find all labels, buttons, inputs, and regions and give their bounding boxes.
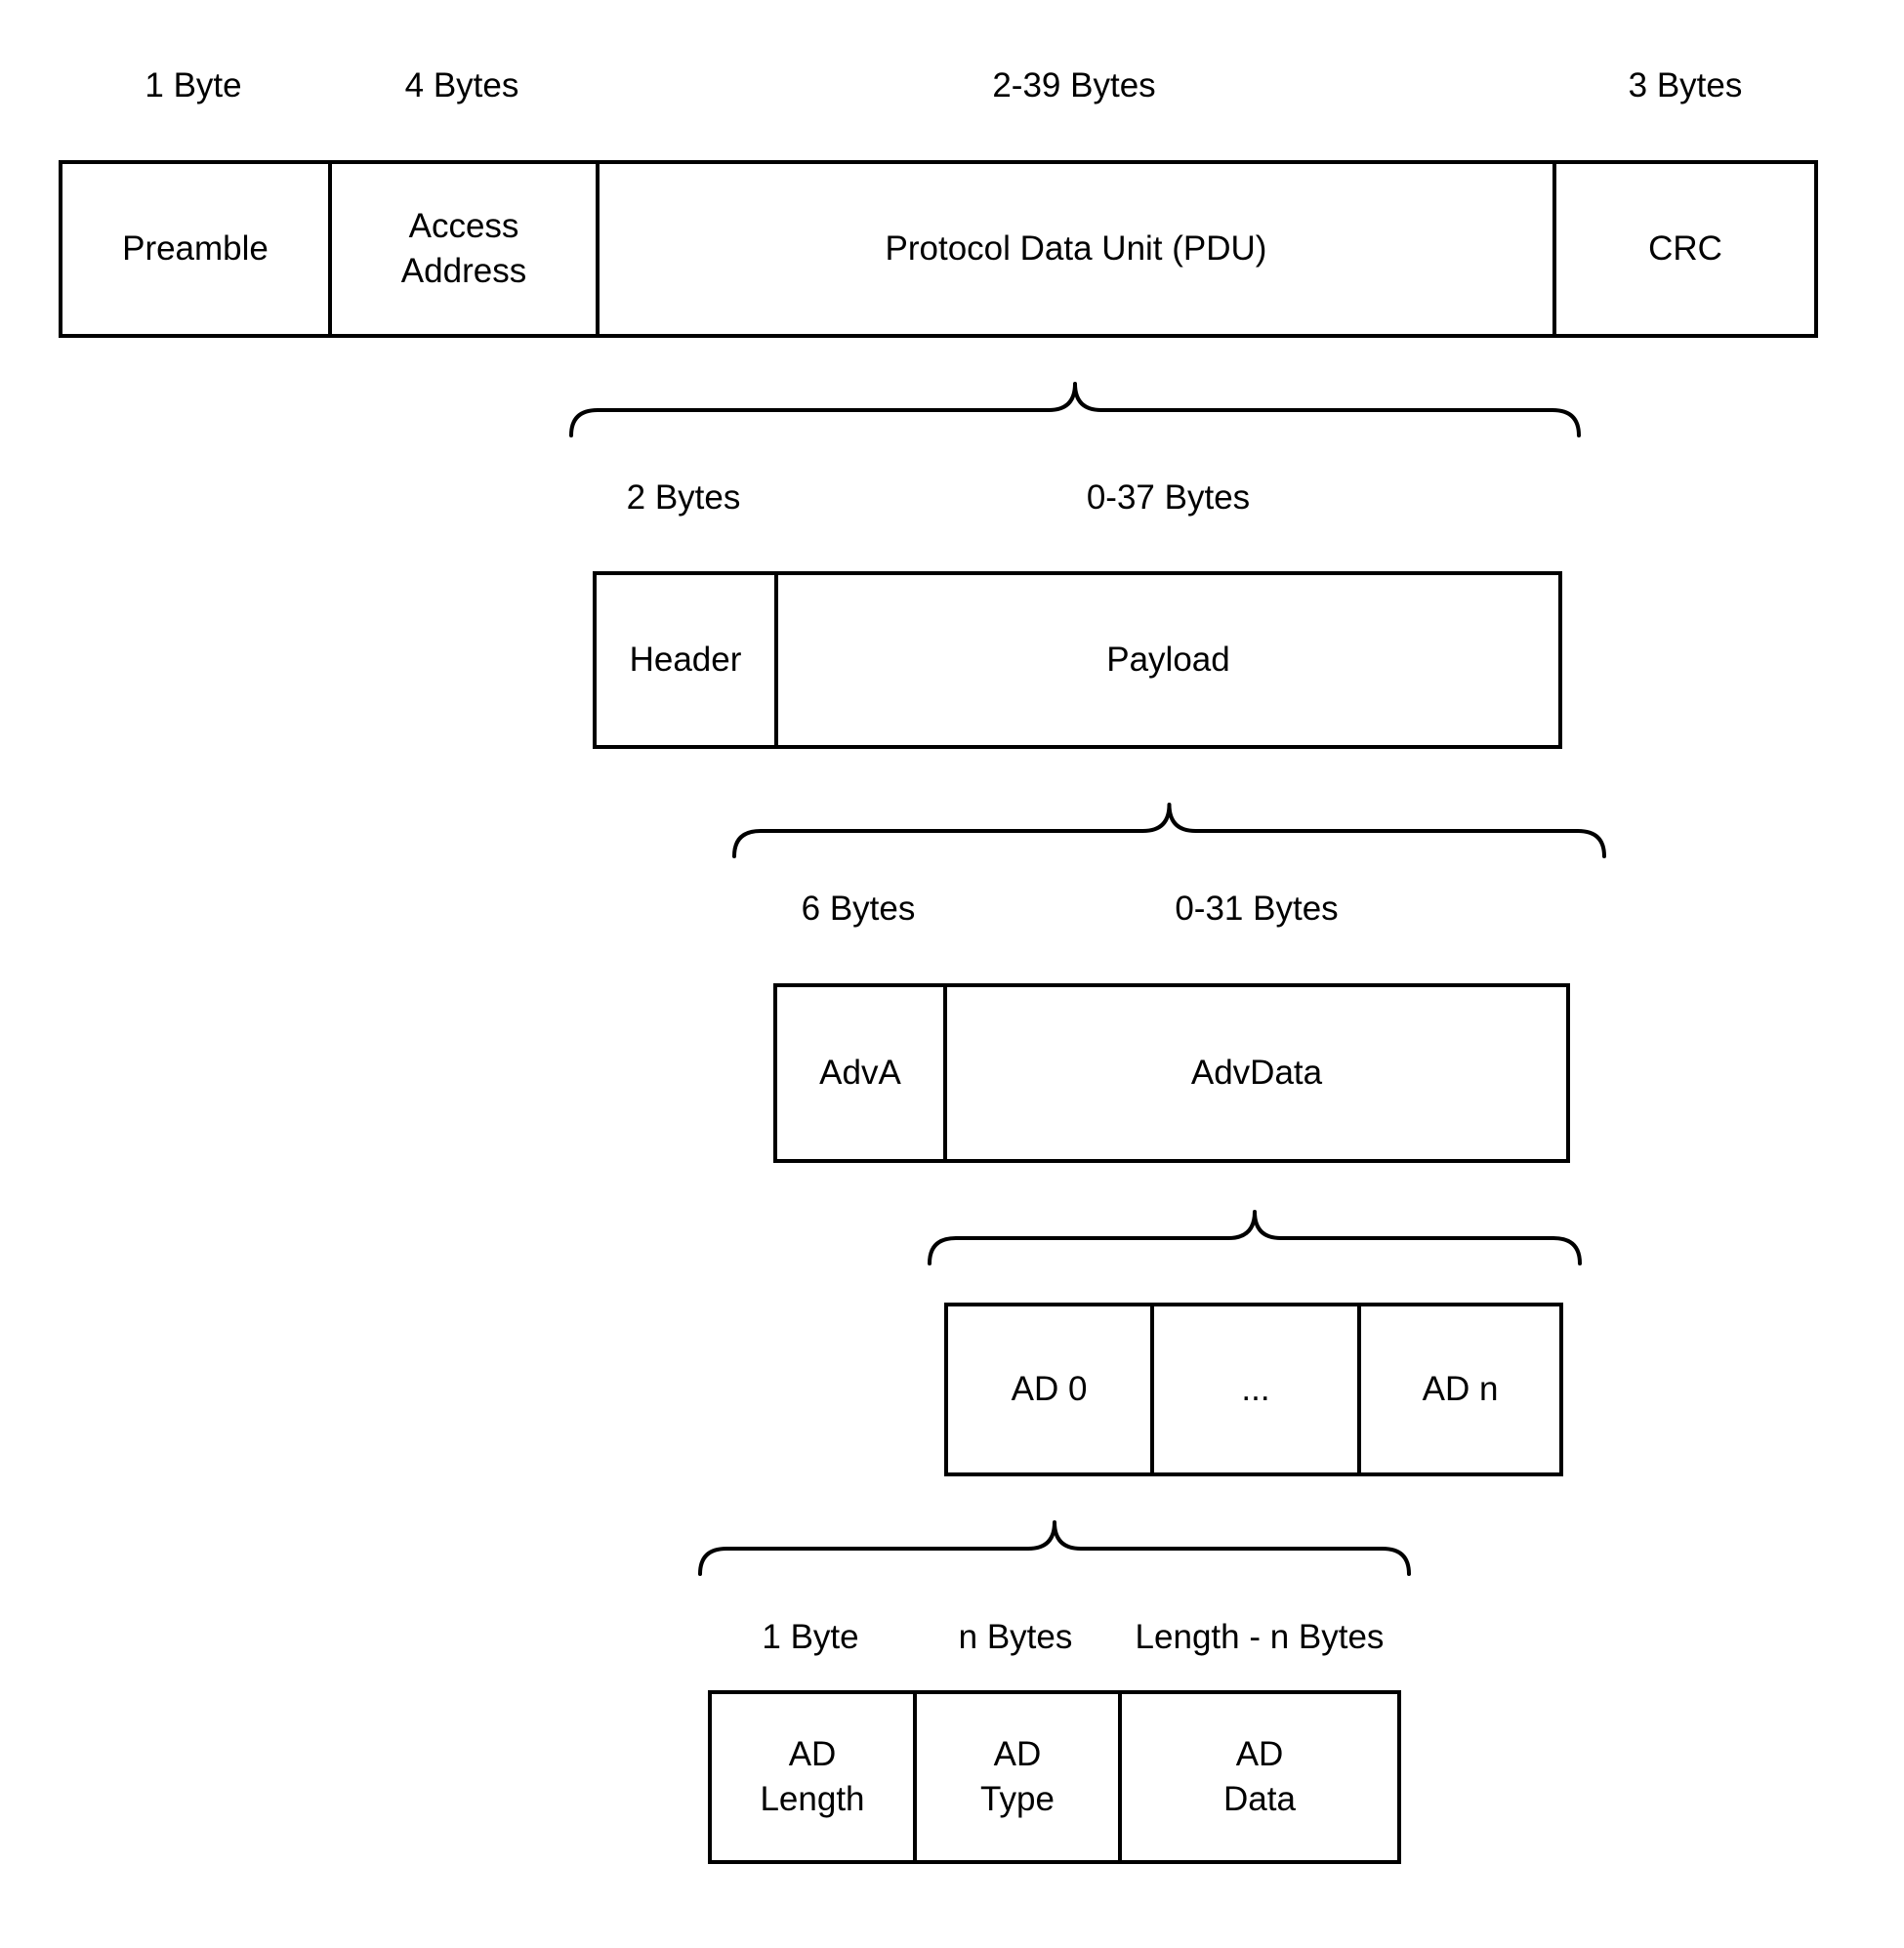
pdu-row: Header Payload — [593, 571, 1562, 749]
field-ad-ellipsis: ... — [1150, 1306, 1357, 1472]
size-label-preamble: 1 Byte — [145, 66, 242, 104]
field-payload: Payload — [774, 575, 1558, 745]
size-label-adva: 6 Bytes — [801, 890, 916, 928]
brace-payload-expansion — [732, 803, 1606, 858]
packet-row: Preamble Access Address Protocol Data Un… — [59, 160, 1818, 338]
field-ad-n: AD n — [1357, 1306, 1559, 1472]
field-pdu: Protocol Data Unit (PDU) — [596, 164, 1552, 334]
field-crc: CRC — [1552, 164, 1814, 334]
size-label-crc: 3 Bytes — [1628, 66, 1743, 104]
size-label-ad-length: 1 Byte — [762, 1618, 859, 1656]
field-ad-type: AD Type — [913, 1694, 1118, 1860]
field-header: Header — [629, 640, 742, 679]
field-preamble: Preamble — [122, 228, 269, 268]
ad-structure-row: AD Length AD Type AD Data — [708, 1690, 1401, 1864]
brace-pdu-expansion — [569, 382, 1581, 437]
field-ad-length: AD Length — [760, 1734, 865, 1818]
size-label-advdata: 0-31 Bytes — [1175, 890, 1339, 928]
field-adva: AdvA — [819, 1053, 901, 1092]
size-label-header: 2 Bytes — [626, 478, 741, 517]
field-access-address: Access Address — [328, 164, 596, 334]
field-advdata: AdvData — [943, 987, 1566, 1159]
size-label-payload: 0-37 Bytes — [1086, 478, 1251, 517]
size-label-access-address: 4 Bytes — [404, 66, 519, 104]
size-label-ad-data: Length - n Bytes — [1135, 1618, 1385, 1656]
payload-row: AdvA AdvData — [773, 983, 1570, 1163]
field-ad-0: AD 0 — [1011, 1369, 1088, 1408]
brace-ad0-expansion — [698, 1520, 1411, 1576]
size-label-pdu: 2-39 Bytes — [992, 66, 1156, 104]
size-label-ad-type: n Bytes — [958, 1618, 1073, 1656]
field-ad-data: AD Data — [1118, 1694, 1397, 1860]
advdata-row: AD 0 ... AD n — [944, 1303, 1563, 1476]
brace-advdata-expansion — [928, 1210, 1582, 1265]
